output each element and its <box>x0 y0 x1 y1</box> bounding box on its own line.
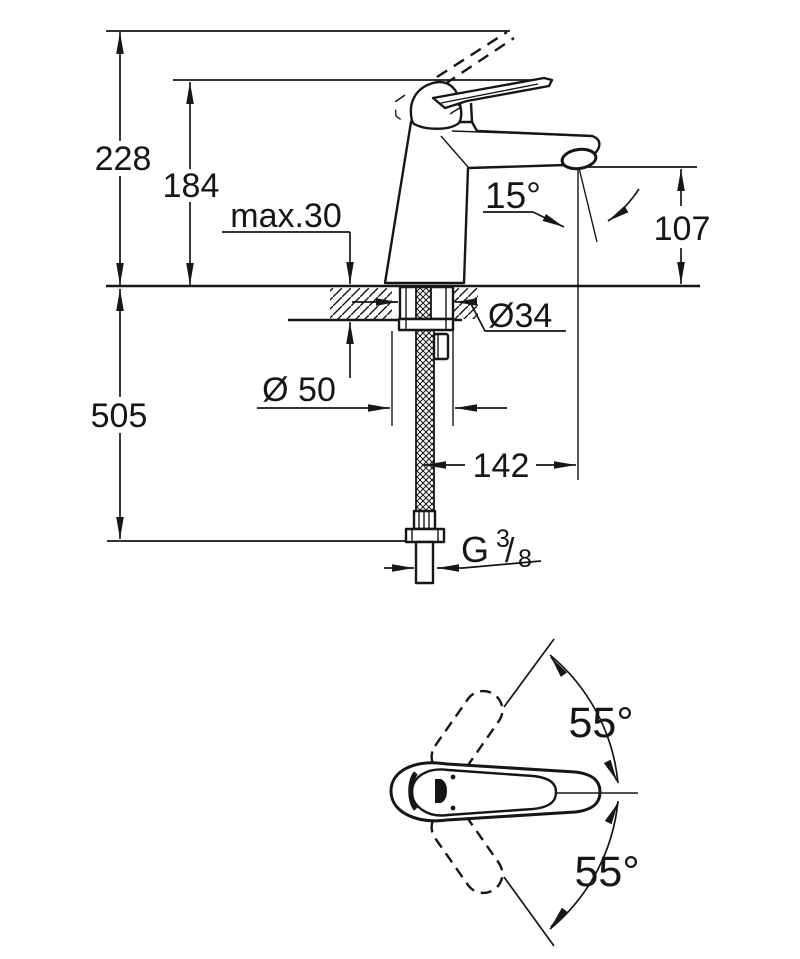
dimension-hole-diameter: Ø 50 <box>257 371 507 412</box>
label-swivel-down: 55° <box>574 848 639 896</box>
dimension-swivel-up: 55° <box>503 638 634 784</box>
dimension-outlet-height: 107 <box>654 169 711 284</box>
handle-dot-top <box>450 774 456 780</box>
cap-dashed-edge <box>394 94 406 123</box>
label-spout-angle: 15° <box>485 175 541 216</box>
label-counter-thickness: max.30 <box>230 197 342 235</box>
dimension-shank-diameter: Ø34 <box>352 297 566 335</box>
dimension-total-height: 228 <box>95 32 152 285</box>
label-spout-reach: 142 <box>473 447 530 485</box>
neck-line <box>469 102 474 123</box>
label-body-height: 184 <box>163 167 220 205</box>
dimension-thread: G 3 / 8 <box>384 525 542 573</box>
label-thread-numerator: 3 <box>496 525 510 553</box>
label-hole-diameter: Ø 50 <box>262 371 336 409</box>
aerator-outlet <box>560 147 598 171</box>
dimension-body-height: 184 <box>163 82 220 285</box>
top-view: 55° 55° <box>389 638 640 947</box>
handle-dot-bottom <box>450 805 456 811</box>
handle-plan-view <box>389 761 638 823</box>
dimension-spout-reach: 142 <box>424 447 576 485</box>
handle-logo-mark <box>435 779 447 803</box>
label-hose-length: 505 <box>91 397 148 435</box>
lever-handle <box>431 76 554 110</box>
flexible-hose <box>415 329 435 512</box>
label-thread-denominator: 8 <box>518 545 532 573</box>
shank-and-hose <box>397 285 455 585</box>
label-swivel-up: 55° <box>568 699 633 747</box>
label-thread-letter: G <box>461 529 489 570</box>
hose-clip <box>432 332 450 361</box>
dimension-swivel-down: 55° <box>503 800 640 947</box>
label-thread-slash: / <box>505 532 515 570</box>
mounting-flange <box>397 317 455 332</box>
dimension-hose-length: 505 <box>91 289 148 539</box>
dimension-counter-thickness: max.30 <box>222 197 354 378</box>
label-total-height: 228 <box>95 140 152 178</box>
raised-lever-dashed <box>436 30 515 85</box>
dimension-spout-angle: 15° <box>483 167 640 243</box>
faucet-body <box>383 102 601 285</box>
extension-lines <box>106 30 697 542</box>
label-outlet-height: 107 <box>654 210 711 248</box>
thread-tail <box>414 540 435 585</box>
side-view: 228 184 max.30 505 107 <box>91 30 711 585</box>
dome-inner-edge <box>408 771 419 811</box>
label-shank-diameter: Ø34 <box>488 297 552 335</box>
